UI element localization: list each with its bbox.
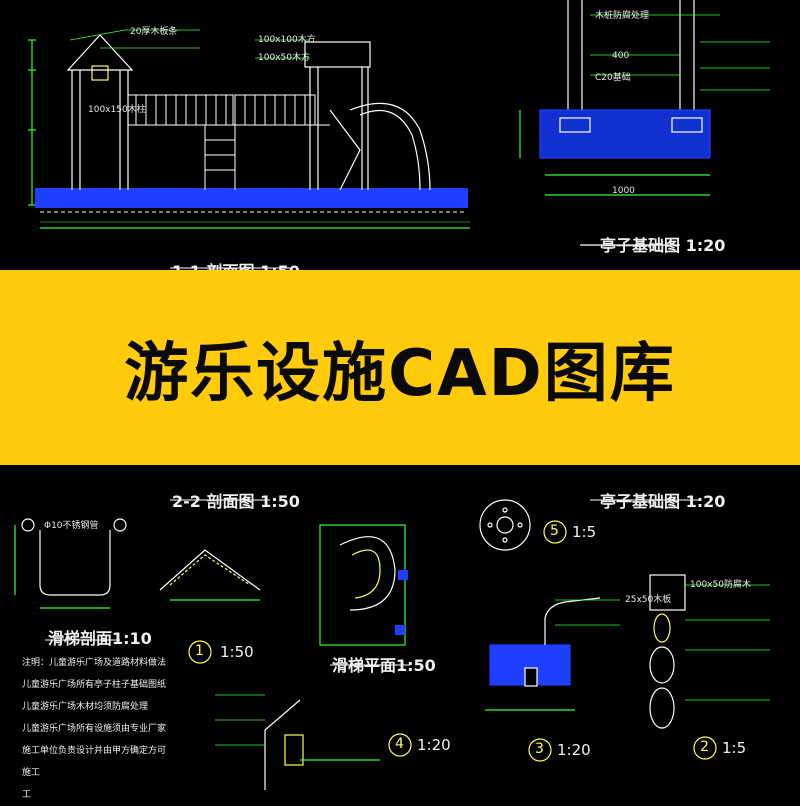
- annotation-roof: 20厚木板条: [130, 27, 178, 37]
- banner: 游乐设施CAD图库: [0, 270, 800, 465]
- detail-2-drawing: [649, 574, 686, 729]
- pavilion-foundation-drawing: [519, 0, 711, 246]
- note-line-1: 注明：儿童游乐广场及道路材料做法: [22, 658, 167, 668]
- detail-4-scale: 1:20: [417, 736, 451, 754]
- notes-block: 注明：儿童游乐广场及道路材料做法 儿童游乐广场所有亭子柱子基础图纸 儿童游乐广场…: [22, 652, 172, 806]
- detail-5-drawing: [479, 499, 531, 551]
- note-line-3: 儿童游乐广场木材均须防腐处理: [22, 702, 149, 712]
- note-line-5: 施工单位负责设计并由甲方确定方可施工: [22, 746, 167, 778]
- detail-3-marker: [528, 738, 552, 762]
- slide-section-drawing: [14, 518, 127, 609]
- detail-5-marker: [543, 520, 567, 544]
- detail-5-scale: 1:5: [572, 523, 597, 541]
- slide-plan-drawing: [319, 524, 408, 646]
- annotation-pipe: Φ10不锈钢管: [44, 521, 99, 531]
- detail-4-marker: [388, 733, 412, 757]
- annotation-pile: 木桩防腐处理: [595, 11, 650, 21]
- slide-plan-title: 滑梯平面1:50: [332, 656, 436, 675]
- detail-1-scale: 1:50: [220, 643, 254, 661]
- playhouse-left: [66, 34, 134, 190]
- detail-5-number: 5: [550, 523, 559, 539]
- annotation-timber: 100x50防腐木: [690, 580, 751, 590]
- slide-section-title: 滑梯剖面1:10: [48, 629, 152, 648]
- annotation-foundation: C20基础: [595, 73, 631, 83]
- detail-2-number: 2: [700, 739, 709, 755]
- detail-1-drawing: [159, 549, 261, 601]
- detail-2-marker: [693, 736, 717, 760]
- note-line-2: 儿童游乐广场所有亭子柱子基础图纸: [22, 680, 167, 690]
- detail-2-scale: 1:5: [722, 739, 747, 757]
- detail-4-drawing: [264, 699, 380, 790]
- detail-3-scale: 1:20: [557, 741, 591, 759]
- pavilion-foundation-2-title: 亭子基础图 1:20: [600, 492, 726, 511]
- annotation-post: 100x150木柱: [88, 105, 146, 115]
- detail-3-number: 3: [535, 741, 544, 757]
- annotation-beam: 100x100木方: [258, 35, 316, 45]
- slide-curve: [329, 102, 431, 191]
- annotation-plank: 25x50木板: [625, 595, 672, 605]
- pavilion-foundation-title: 亭子基础图 1:20: [600, 236, 726, 255]
- annotation-dim-400: 400: [612, 51, 630, 61]
- section-1-drawing: [28, 39, 470, 229]
- banner-title: 游乐设施CAD图库: [124, 336, 676, 411]
- playhouse-right: [304, 41, 371, 190]
- annotation-dim-1000: 1000: [612, 186, 635, 196]
- bridge: [127, 94, 330, 190]
- note-line-4: 儿童游乐广场所有设施须由专业厂家: [22, 724, 167, 734]
- detail-4-number: 4: [395, 736, 404, 752]
- section-2-title: 2-2 剖面图 1:50: [172, 492, 300, 511]
- detail-1-marker: [188, 640, 212, 664]
- section-1-ground: [35, 188, 468, 208]
- detail-1-number: 1: [195, 643, 204, 659]
- note-line-6: 工: [22, 790, 32, 800]
- annotation-joist: 100x50木方: [258, 53, 310, 63]
- detail-3-drawing: [485, 597, 601, 711]
